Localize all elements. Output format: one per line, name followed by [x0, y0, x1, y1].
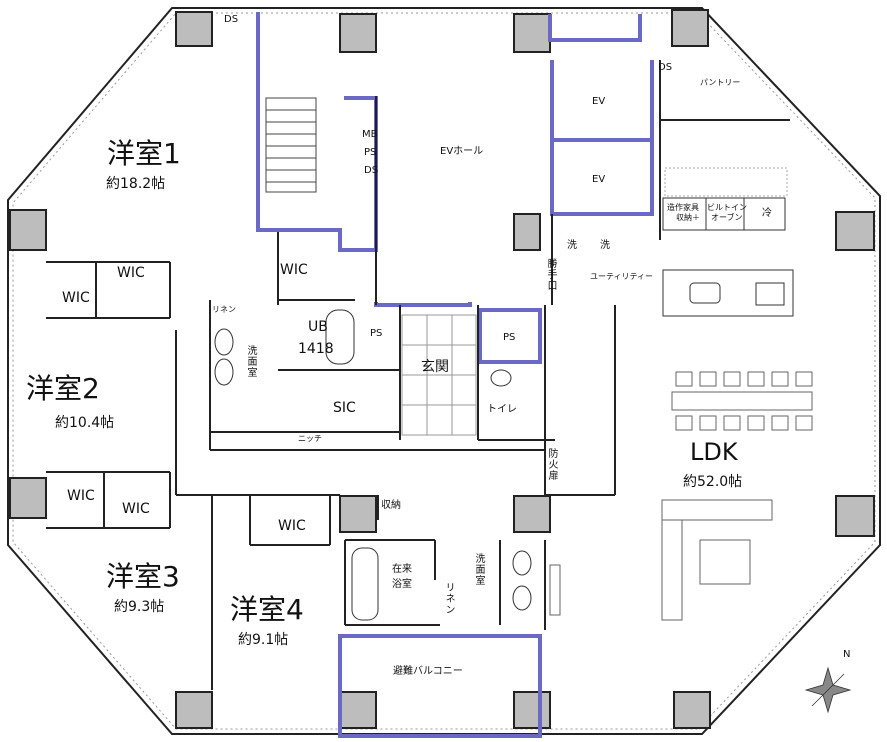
dining-set [671, 371, 813, 431]
label-built-in-storage-2: 収納＋ [676, 213, 700, 222]
sofa [661, 499, 773, 621]
core-walls [256, 12, 654, 738]
label-ps-shaft: PS [364, 147, 377, 158]
label-ds-right: DS [658, 62, 673, 73]
label-ps-2: PS [503, 332, 516, 343]
label-fridge: 冷 [762, 208, 772, 219]
columns [9, 9, 875, 729]
label-storage: 収納 [381, 500, 401, 511]
label-wic-2: WIC [117, 265, 145, 281]
label-ds-top: DS [224, 14, 239, 25]
label-wic-3: WIC [62, 290, 90, 306]
ldk-size: 約52.0帖 [683, 474, 743, 490]
label-north: N [843, 649, 851, 660]
label-pantry: パントリー [700, 78, 741, 87]
label-ub: UB [308, 319, 328, 335]
label-ps-1: PS [370, 328, 383, 339]
bedroom4-size: 約9.1帖 [238, 632, 289, 648]
label-washroom-1: 洗面室 [245, 345, 256, 378]
bedroom1-name: 洋室1 [107, 137, 181, 170]
stairs [265, 97, 317, 193]
label-fire-door: 防火扉 [546, 448, 557, 481]
bedroom1-size: 約18.2帖 [106, 176, 166, 192]
label-wic-6: WIC [278, 518, 306, 534]
label-entrance: 玄関 [421, 359, 449, 375]
label-built-in-oven-2: オーブン [711, 213, 743, 222]
bathtub-main [351, 547, 379, 621]
label-balcony: 避難バルコニー [393, 666, 463, 677]
bedroom2-size: 約10.4帖 [55, 415, 115, 431]
label-linen-1: リネン [212, 305, 236, 314]
label-ev-1: EV [592, 96, 606, 107]
label-ds-shaft: DS [364, 165, 379, 176]
bedroom3-name: 洋室3 [106, 560, 180, 593]
label-toilet: トイレ [487, 404, 517, 415]
label-built-in-storage: 造作家具 [667, 203, 699, 212]
bedroom3-size: 約9.3帖 [114, 599, 165, 615]
wash-basins [214, 328, 532, 611]
label-bathroom-2: 浴室 [392, 579, 412, 590]
label-washroom-2: 洗面室 [473, 553, 484, 586]
bathtub-ub [325, 309, 355, 365]
label-washer-2: 洗 [600, 240, 610, 251]
interior-walls [46, 60, 790, 690]
bedroom4-name: 洋室4 [230, 593, 304, 626]
tv-stand [549, 564, 561, 616]
label-service-door: 勝手口 [545, 258, 556, 291]
entrance-floor [401, 314, 477, 436]
label-wic-4: WIC [67, 488, 95, 504]
label-niche: ニッチ [298, 434, 322, 443]
label-ub-size: 1418 [298, 341, 334, 357]
label-mb: MB [362, 129, 378, 140]
label-ev-hall: EVホール [440, 146, 484, 157]
label-wic-5: WIC [122, 501, 150, 517]
label-wic-1: WIC [280, 262, 308, 278]
north-compass-icon [804, 666, 852, 714]
label-washer-1: 洗 [567, 240, 577, 251]
label-ev-2: EV [592, 174, 606, 185]
building-outline-inner [12, 12, 876, 730]
building-outline [7, 7, 881, 735]
bedroom2-name: 洋室2 [26, 372, 100, 405]
label-linen-2: リネン [443, 582, 454, 615]
label-utility: ユーティリティー [590, 272, 654, 281]
label-sic: SIC [333, 400, 356, 416]
label-built-in-oven: ビルトイン [707, 203, 747, 212]
ldk-name: LDK [690, 438, 738, 466]
kitchen-counter [662, 167, 794, 317]
label-bathroom: 在来 [392, 564, 412, 575]
